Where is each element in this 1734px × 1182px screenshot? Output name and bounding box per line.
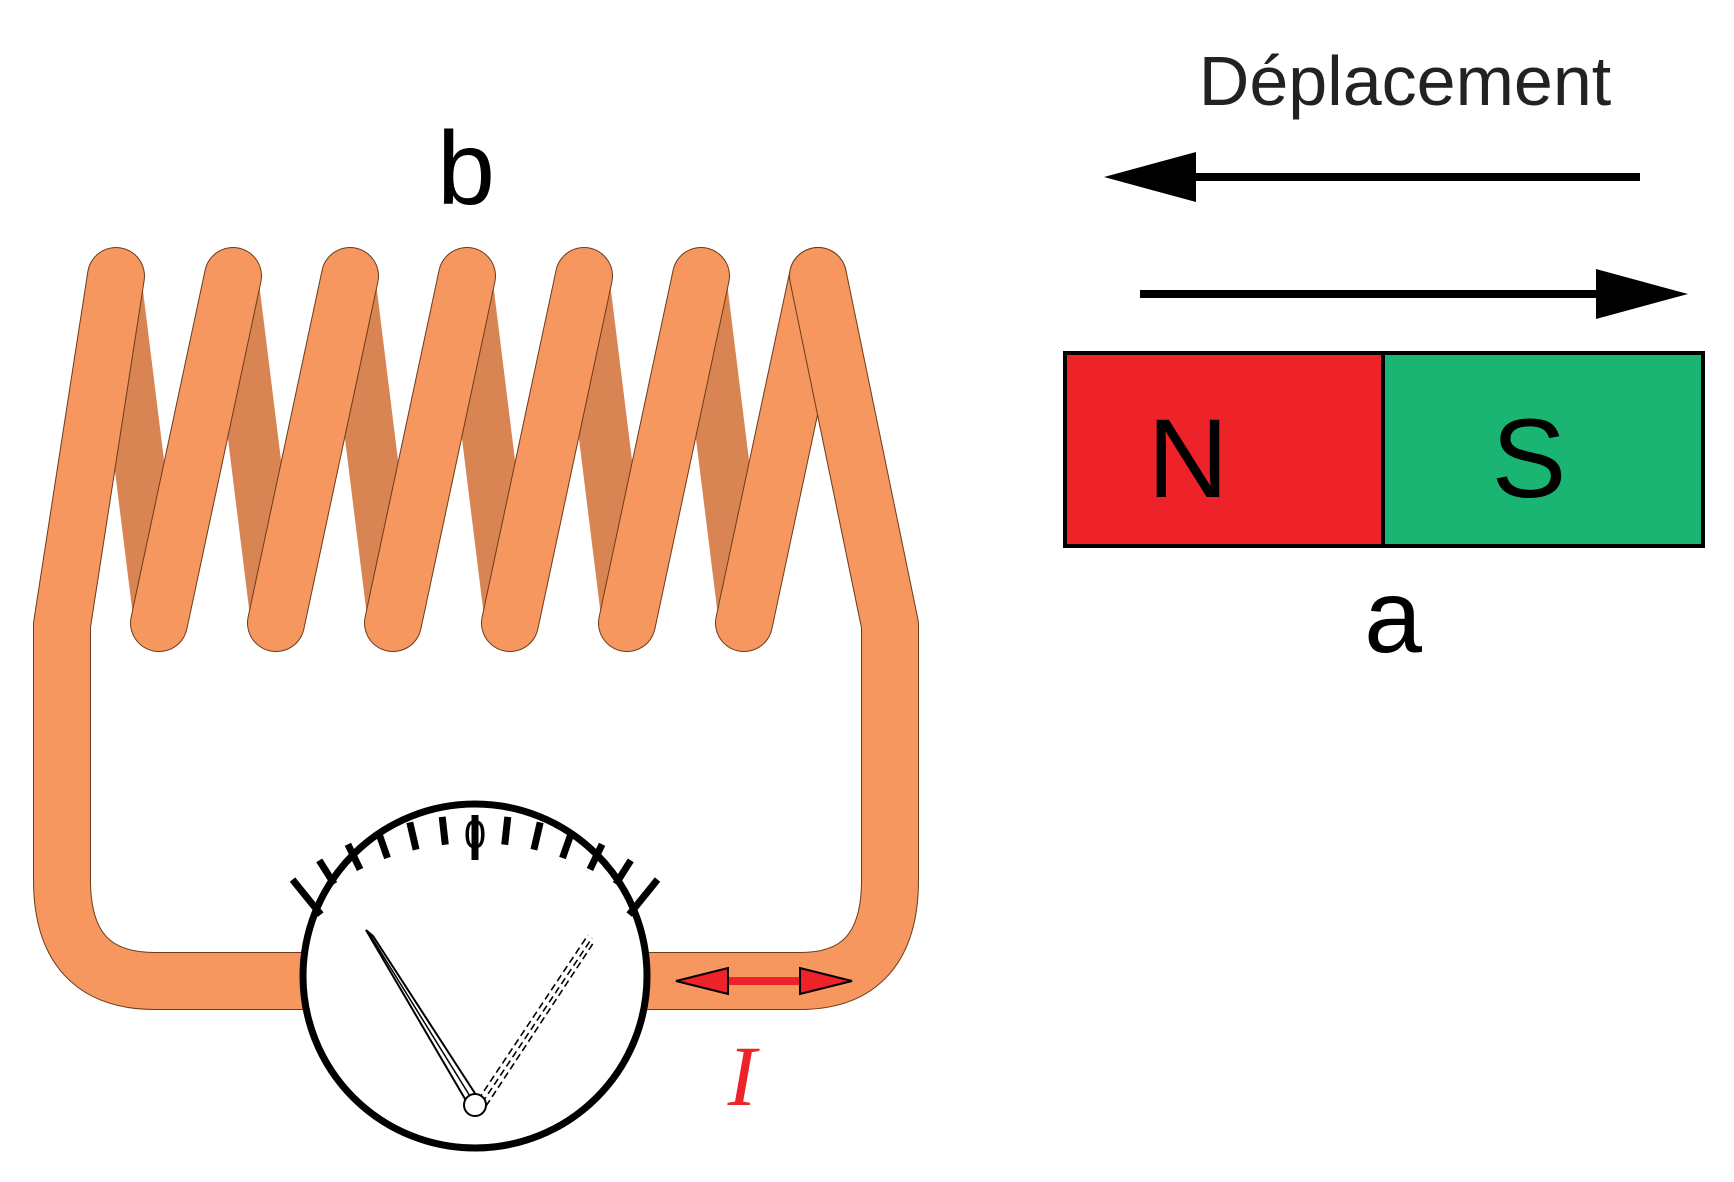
coil-front-strand	[365, 248, 495, 651]
scale-tick	[406, 821, 420, 851]
magnet-north-pole	[1063, 351, 1385, 548]
current-arrow-left-head	[675, 966, 729, 996]
scale-tick	[612, 858, 634, 886]
scale-tick	[374, 830, 391, 860]
scale-tick	[316, 858, 338, 886]
magnet-north-label: N	[1148, 396, 1229, 521]
movement-label: Déplacement	[1199, 42, 1611, 120]
coil-front-strand	[248, 248, 378, 651]
scale-tick	[626, 877, 661, 917]
coil-front-strand	[599, 248, 729, 651]
current-label: I	[727, 1028, 760, 1124]
galvanometer-pivot	[463, 1093, 487, 1117]
coil-front-strand	[131, 248, 261, 651]
scale-tick	[344, 842, 364, 872]
magnet-south-label: S	[1492, 396, 1567, 521]
galvanometer: 0	[289, 800, 661, 1152]
galvanometer-needle-alt	[477, 934, 595, 1107]
scale-tick	[586, 842, 606, 872]
coil-label: b	[437, 111, 495, 227]
scale-tick	[438, 816, 449, 846]
current-arrow-right-head	[799, 966, 853, 996]
coil-front-strand	[482, 248, 612, 651]
galvanometer-dial	[299, 800, 651, 1152]
galvanometer-scale-ticks	[289, 815, 661, 917]
movement-arrow-left	[1104, 152, 1640, 202]
current-indicator: I	[675, 966, 853, 1124]
magnet-south-pole	[1381, 351, 1705, 548]
scale-tick	[530, 821, 544, 851]
magnet-label: a	[1364, 559, 1422, 675]
galvanometer-zero-label: 0	[464, 813, 486, 857]
scale-tick	[559, 830, 576, 860]
bar-magnet: N S	[1063, 351, 1705, 548]
wire-left-lead	[34, 248, 338, 1009]
scale-tick	[501, 816, 512, 846]
movement-arrow-right	[1140, 269, 1688, 319]
scale-tick	[289, 877, 324, 917]
